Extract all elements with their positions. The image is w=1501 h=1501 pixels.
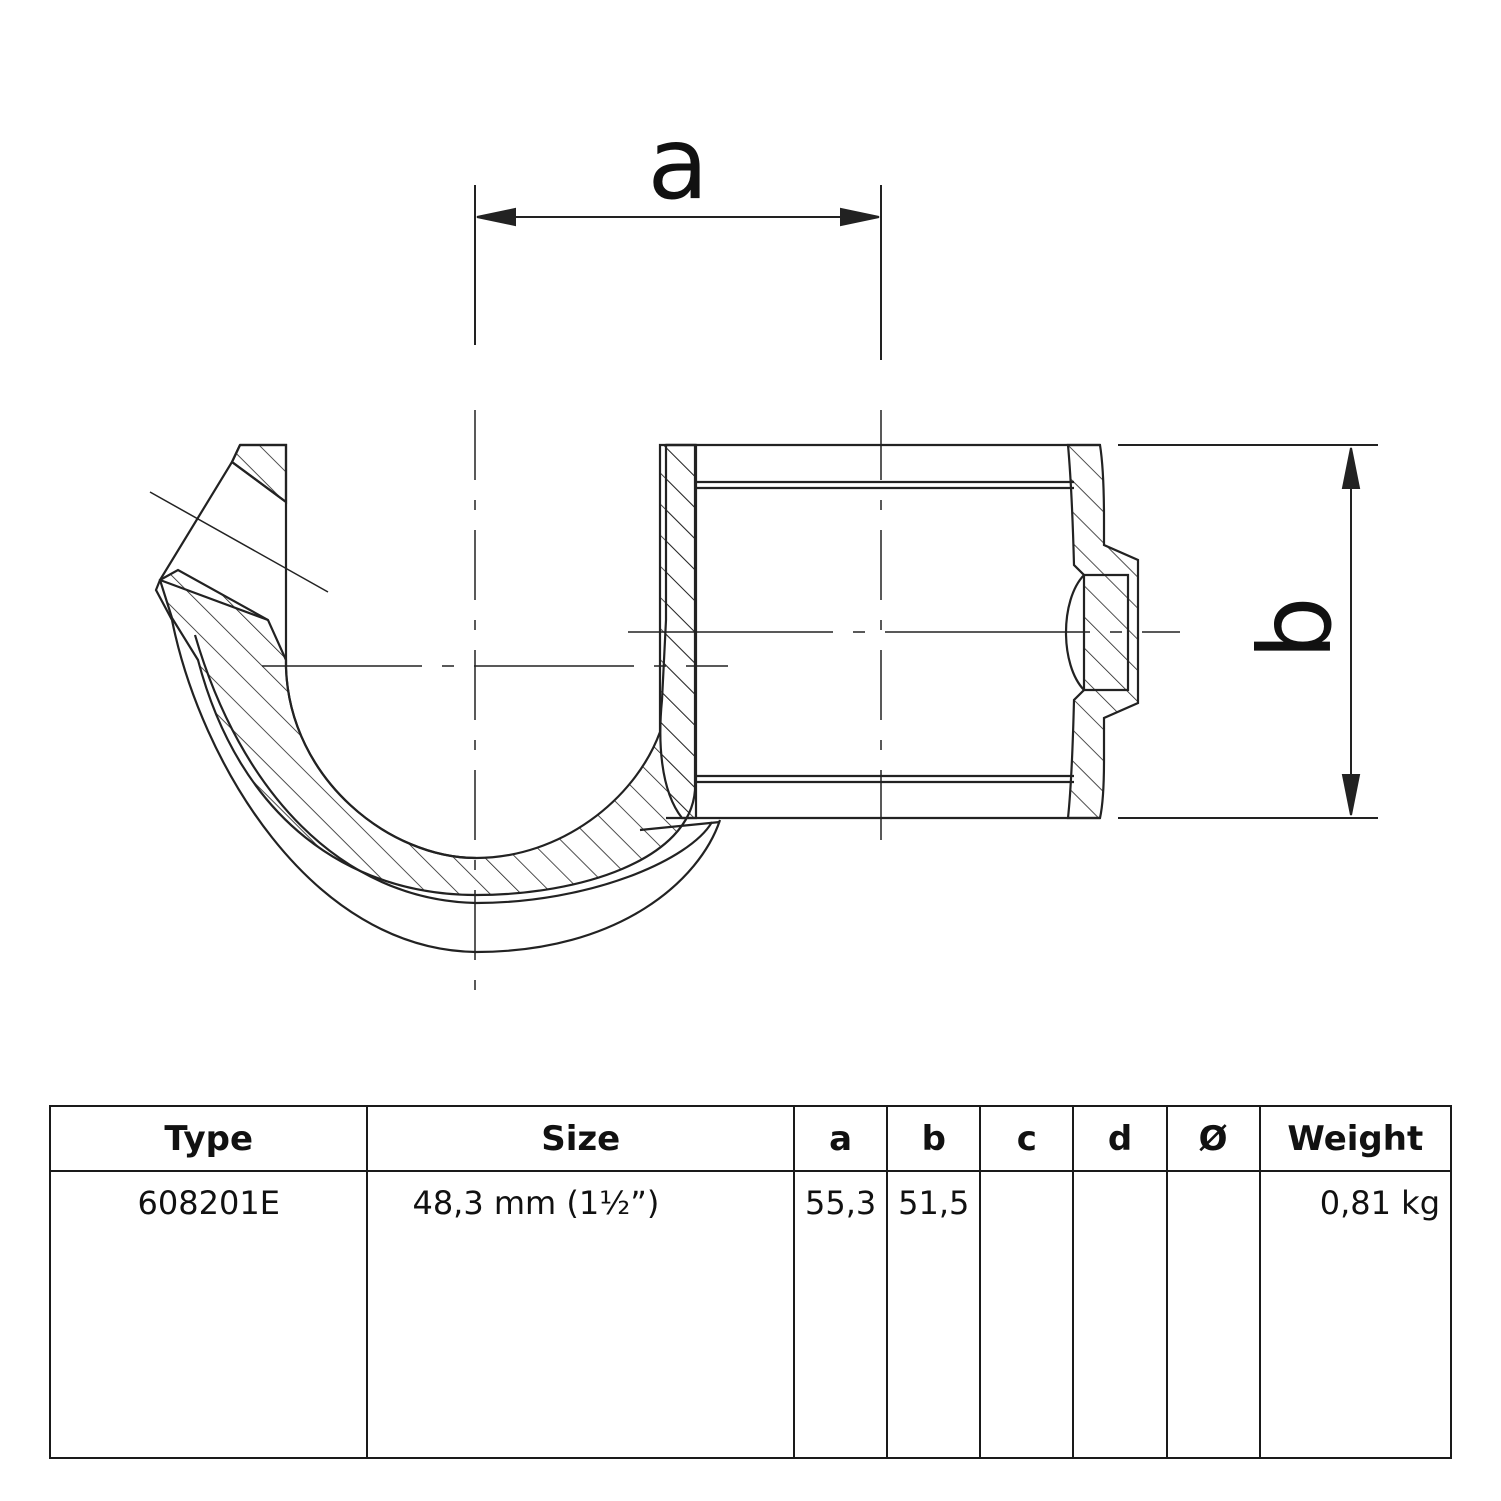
header-b: b (886, 1105, 982, 1172)
header-weight: Weight (1258, 1105, 1453, 1172)
dimension-a (474, 185, 882, 360)
cell-c (979, 1170, 1075, 1459)
table-row: 608201E 48,3 mm (1½”) 55,3 51,5 0,81 kg (48, 1170, 1453, 1459)
dimension-b-label: b (1237, 596, 1354, 659)
header-a: a (793, 1105, 889, 1172)
header-d: d (1072, 1105, 1168, 1172)
header-diameter: Ø (1165, 1105, 1261, 1172)
cell-diameter (1165, 1170, 1261, 1459)
dimension-a-label: a (647, 105, 708, 222)
hook-section (154, 443, 722, 954)
socket-section (659, 443, 1140, 820)
cell-a: 55,3 (793, 1170, 889, 1459)
table-header-row: Type Size a b c d Ø Weight (48, 1105, 1453, 1172)
cell-type: 608201E (48, 1170, 369, 1459)
header-type: Type (48, 1105, 369, 1172)
dimension-b (1118, 444, 1378, 819)
technical-drawing: a b (149, 105, 1378, 1010)
cell-b: 51,5 (886, 1170, 982, 1459)
cell-d (1072, 1170, 1168, 1459)
cell-weight: 0,81 kg (1258, 1170, 1453, 1459)
header-size: Size (366, 1105, 796, 1172)
cell-size: 48,3 mm (1½”) (366, 1170, 796, 1459)
header-c: c (979, 1105, 1075, 1172)
spec-table: Type Size a b c d Ø Weight 608201E 48,3 … (48, 1105, 1453, 1459)
